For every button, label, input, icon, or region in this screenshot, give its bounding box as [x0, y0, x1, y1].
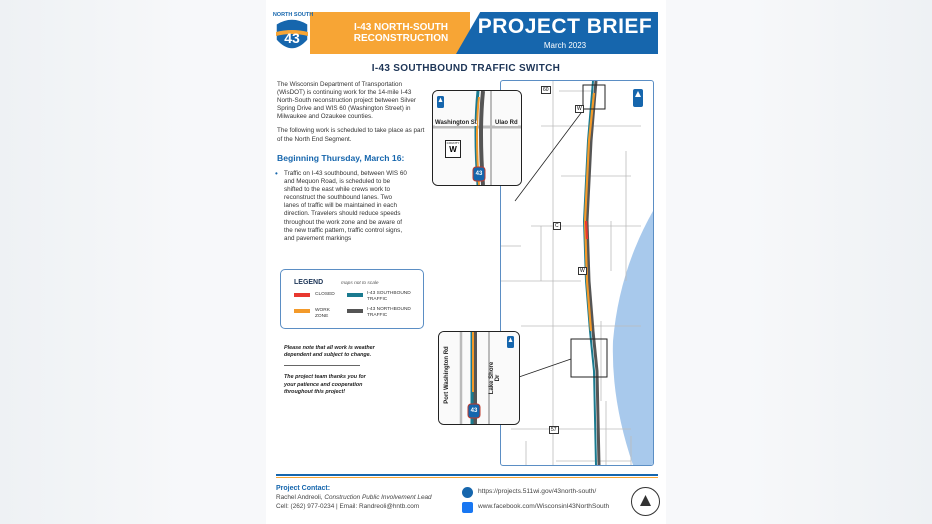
contact-name-line: Rachel Andreoli, Construction Public Inv…	[276, 494, 432, 501]
header-banner: NORTH SOUTH 43 I-43 NORTH-SOUTH RECONSTR…	[266, 12, 666, 54]
facebook-link[interactable]: www.facebook.com/WisconsinI43NorthSouth	[478, 503, 610, 510]
intro-paragraph-1: The Wisconsin Department of Transportati…	[277, 81, 416, 121]
legend-swatch-closed	[294, 293, 310, 297]
callout-bottom-road-left: Port Washington Rd	[444, 346, 450, 404]
logo-number: 43	[284, 30, 300, 46]
wis60-marker: 60	[541, 86, 551, 94]
contact-role: Construction Public Involvement Lead	[324, 494, 432, 501]
callout-bottom-road-right: Lake Shore Dr	[489, 361, 501, 395]
county-sign-label: COUNTY	[446, 141, 460, 145]
callout-top-road-left: Washington St	[435, 120, 477, 126]
wisdot-seal	[631, 487, 660, 516]
north-south-43-logo	[275, 18, 309, 50]
facebook-icon	[462, 502, 473, 513]
notes-block: Please note that all work is weather dep…	[284, 345, 376, 396]
header-blue-band	[456, 12, 658, 54]
notes-divider	[284, 365, 360, 367]
legend-label-southbound: I-43 SOUTHBOUND TRAFFIC	[367, 291, 411, 302]
callout-top-road-right: Ulao Rd	[495, 120, 518, 126]
section-heading: Beginning Thursday, March 16:	[277, 153, 405, 163]
header-project-line1: I-43 NORTH-SOUTH	[354, 22, 448, 33]
callout-washington-st: Washington St Ulao Rd COUNTY W 43	[432, 90, 522, 186]
callout-bottom-roads	[439, 332, 519, 424]
wis57-marker: 57	[549, 426, 559, 434]
project-map: 60 C W W 57	[500, 80, 654, 466]
legend-swatch-work-zone	[294, 309, 310, 313]
map-roads	[501, 81, 653, 465]
county-sign-letter: W	[449, 145, 457, 154]
county-w-marker-lower: W	[578, 267, 587, 275]
legend-label-northbound: I-43 NORTHBOUND TRAFFIC	[367, 307, 411, 318]
legend-note: maps not to scale	[341, 281, 379, 286]
map-legend: LEGEND maps not to scale CLOSED I-43 SOU…	[280, 269, 424, 329]
header-project-line2: RECONSTRUCTION	[353, 33, 449, 44]
i43-shield-top: 43	[475, 171, 483, 177]
county-c-marker: C	[553, 222, 561, 230]
county-w-sign: COUNTY W	[445, 140, 461, 158]
legend-label-work-zone: WORK ZONE	[315, 308, 330, 319]
legend-swatch-southbound	[347, 293, 363, 297]
brief-date: March 2023	[543, 41, 587, 50]
county-w-marker-upper: W	[575, 105, 584, 113]
legend-swatch-northbound	[347, 309, 363, 313]
i43-shield-bottom: 43	[470, 408, 478, 414]
header-orange-band	[310, 12, 470, 54]
website-link[interactable]: https://projects.511wi.gov/43north-south…	[478, 488, 597, 495]
project-brief-document: NORTH SOUTH 43 I-43 NORTH-SOUTH RECONSTR…	[266, 0, 666, 524]
thanks-note: The project team thanks you for your pat…	[284, 374, 366, 395]
callout-port-washington-rd: Port Washington Rd Lake Shore Dr 43	[438, 331, 520, 425]
traffic-switch-bullet: Traffic on I-43 southbound, between WIS …	[275, 170, 408, 243]
weather-note: Please note that all work is weather dep…	[284, 345, 375, 359]
legend-title: LEGEND	[294, 279, 324, 286]
wisdot-seal-icon	[640, 495, 651, 506]
legend-label-closed: CLOSED	[315, 292, 335, 297]
footer-divider-orange	[276, 477, 658, 478]
callout-top-roads	[433, 91, 521, 185]
brief-title: PROJECT BRIEF	[477, 15, 653, 38]
intro-text: The Wisconsin Department of Transportati…	[277, 81, 425, 150]
contact-cell: Cell: (262) 977-0234	[276, 503, 335, 510]
contact-details: Cell: (262) 977-0234 | Email: Randreoli@…	[276, 503, 420, 510]
page-title: I-43 SOUTHBOUND TRAFFIC SWITCH	[371, 63, 561, 74]
globe-icon	[462, 487, 473, 498]
intro-paragraph-2: The following work is scheduled to take …	[277, 127, 425, 143]
footer-divider-blue	[276, 474, 658, 476]
contact-name: Rachel Andreoli	[276, 494, 321, 501]
header-project-name: I-43 NORTH-SOUTH RECONSTRUCTION	[326, 22, 476, 44]
contact-email[interactable]: Email: Randreoli@hntb.com	[339, 503, 420, 510]
logo-north-south-text: NORTH SOUTH	[272, 12, 314, 18]
contact-heading: Project Contact:	[276, 485, 331, 492]
